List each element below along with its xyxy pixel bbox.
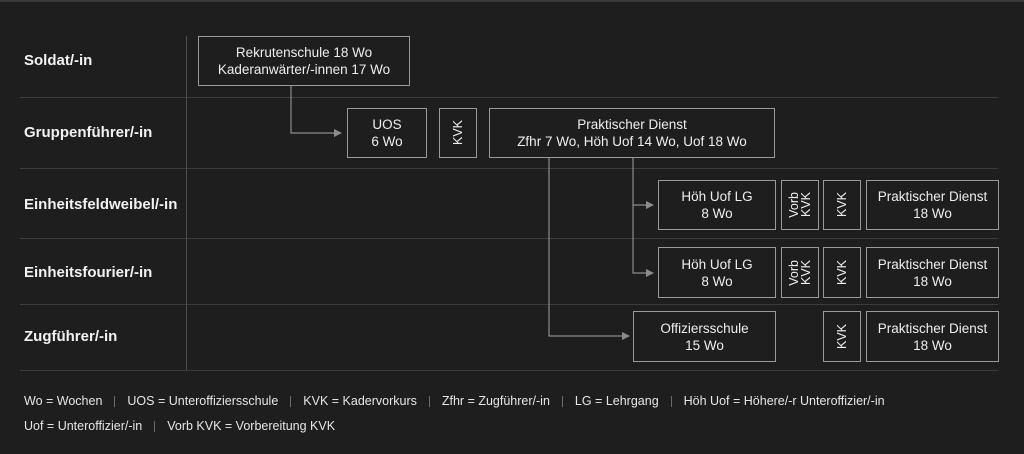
box-praktischer-dienst: Praktischer Dienst 18 Wo bbox=[866, 247, 999, 298]
connector-rs-to-uos bbox=[290, 86, 342, 137]
box-kvk: KVK bbox=[823, 311, 861, 362]
rank-label-zugfuehrer: Zugführer/-in bbox=[24, 328, 118, 345]
legend-row: Wo = Wochen UOS = Unteroffiziersschule K… bbox=[24, 393, 885, 409]
box-line: Zfhr 7 Wo, Höh Uof 14 Wo, Uof 18 Wo bbox=[517, 134, 747, 149]
box-line: KVK bbox=[834, 323, 849, 349]
row-divider bbox=[20, 168, 998, 169]
box-line: 18 Wo bbox=[913, 337, 952, 353]
box-kvk: KVK bbox=[823, 180, 861, 230]
box-line: 8 Wo bbox=[701, 273, 733, 289]
rank-label-einheitsfeldweibel: Einheitsfeldweibel/-in bbox=[24, 196, 178, 213]
row-divider bbox=[20, 97, 998, 98]
connector-pd-to-lg2 bbox=[632, 205, 654, 277]
box-vorb-kvk: Vorb KVK bbox=[781, 180, 819, 230]
box-line: Rekrutenschule 18 Wo bbox=[235, 45, 373, 60]
box-rekrutenschule: Rekrutenschule 18 Wo Kaderanwärter/-inne… bbox=[198, 36, 410, 86]
row-divider bbox=[20, 370, 998, 371]
legend-item: UOS = Unteroffiziersschule bbox=[127, 394, 279, 408]
box-line: Praktischer Dienst bbox=[877, 189, 988, 204]
row-divider bbox=[20, 238, 998, 239]
box-line: 15 Wo bbox=[685, 337, 724, 353]
legend-item: Höh Uof = Höhere/-r Unteroffizier/-in bbox=[683, 394, 885, 408]
rank-label-soldat: Soldat/-in bbox=[24, 52, 93, 69]
connector-pd-to-os bbox=[548, 158, 630, 340]
legend-separator bbox=[290, 395, 292, 407]
box-kvk: KVK bbox=[823, 247, 861, 298]
legend-item: Vorb KVK = Vorbereitung KVK bbox=[167, 419, 336, 433]
legend-separator bbox=[670, 395, 672, 407]
legend-separator bbox=[428, 395, 430, 407]
rank-label-gruppenfuehrer: Gruppenführer/-in bbox=[24, 124, 153, 141]
box-line: Höh Uof LG bbox=[681, 189, 753, 204]
box-line: Kaderanwärter/-innen 17 Wo bbox=[217, 62, 391, 77]
box-line: KVK bbox=[834, 259, 849, 285]
rank-label-einheitsfourier: Einheitsfourier/-in bbox=[24, 264, 153, 281]
box-line: KVK bbox=[799, 259, 813, 285]
box-line: UOS bbox=[372, 117, 402, 132]
legend-item: Wo = Wochen bbox=[24, 394, 103, 408]
box-line: 8 Wo bbox=[701, 206, 733, 221]
legend-item: Uof = Unteroffizier/-in bbox=[24, 419, 143, 433]
legend-item: Zfhr = Zugführer/-in bbox=[441, 394, 550, 408]
box-line: Offiziersschule bbox=[660, 320, 749, 336]
box-line: 18 Wo bbox=[913, 273, 952, 289]
box-line: Praktischer Dienst bbox=[877, 320, 988, 336]
box-line: 6 Wo bbox=[371, 134, 403, 149]
box-hoeh-uof-lg: Höh Uof LG 8 Wo bbox=[658, 180, 776, 230]
legend-item: LG = Lehrgang bbox=[574, 394, 659, 408]
column-divider bbox=[186, 36, 187, 370]
box-vorb-kvk: Vorb KVK bbox=[781, 247, 819, 298]
box-praktischer-dienst: Praktischer Dienst 18 Wo bbox=[866, 311, 999, 362]
box-line: KVK bbox=[450, 120, 465, 146]
box-uos: UOS 6 Wo bbox=[347, 108, 427, 158]
connector-pd-to-lg bbox=[632, 158, 654, 209]
box-line: 18 Wo bbox=[913, 206, 952, 221]
box-line: Praktischer Dienst bbox=[877, 256, 988, 272]
legend-item: KVK = Kadervorkurs bbox=[303, 394, 417, 408]
box-kvk: KVK bbox=[439, 108, 477, 158]
top-border bbox=[0, 0, 1024, 2]
box-offiziersschule: Offiziersschule 15 Wo bbox=[633, 311, 776, 362]
box-line: KVK bbox=[799, 192, 813, 218]
box-praktischer-dienst: Praktischer Dienst 18 Wo bbox=[866, 180, 999, 230]
box-hoeh-uof-lg: Höh Uof LG 8 Wo bbox=[658, 247, 776, 298]
legend-separator bbox=[154, 420, 156, 432]
box-praktischer-dienst: Praktischer Dienst Zfhr 7 Wo, Höh Uof 14… bbox=[489, 108, 775, 158]
box-line: KVK bbox=[834, 192, 849, 218]
legend-separator bbox=[561, 395, 563, 407]
box-line: Praktischer Dienst bbox=[577, 117, 687, 132]
row-divider bbox=[20, 304, 998, 305]
legend-separator bbox=[114, 395, 116, 407]
box-line: Höh Uof LG bbox=[681, 256, 753, 272]
legend-row: Uof = Unteroffizier/-in Vorb KVK = Vorbe… bbox=[24, 418, 335, 434]
